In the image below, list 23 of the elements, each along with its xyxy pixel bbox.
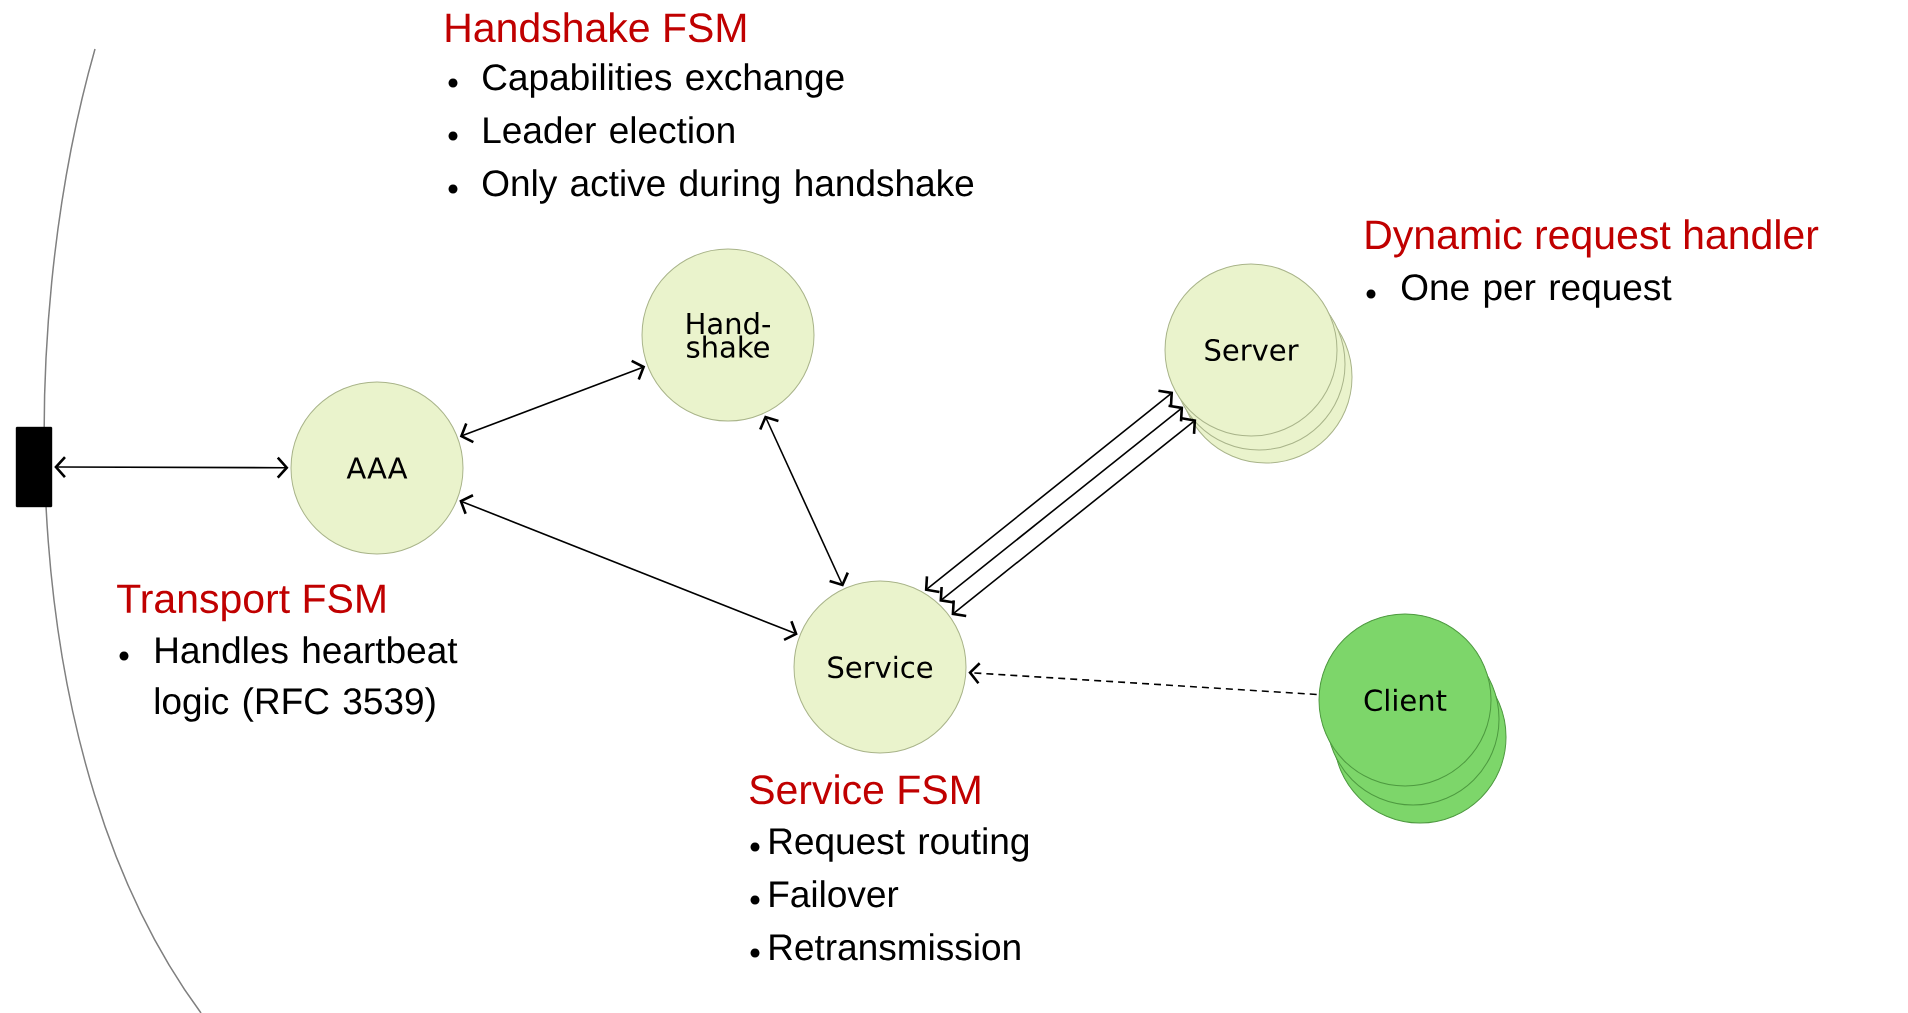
bullet-text: Request routing (770, 827, 1029, 862)
arrow (54, 456, 289, 479)
bullet-text: Only active during handshake (482, 169, 974, 204)
arrow (939, 404, 1184, 604)
arrow (759, 415, 849, 587)
bullet-text: Retransmission (770, 933, 1020, 961)
annotation-heading: Service FSM (750, 774, 980, 805)
annotation-heading: Transport FSM (117, 584, 385, 622)
annotation-heading: Dynamic request handler (1366, 219, 1819, 258)
arrow (951, 417, 1197, 618)
arrow (924, 389, 1174, 594)
bullet-text: Handles heartbeat logic (RFC 3539) (155, 636, 458, 722)
stacked-circles: Client (1318, 613, 1507, 824)
bullet-text: Leader election (484, 116, 734, 144)
arrow (459, 494, 798, 641)
annotation-heading: Handshake FSM (446, 12, 746, 43)
arrow (968, 662, 1318, 696)
bullet-text: Failover (770, 880, 899, 908)
arrow (459, 359, 646, 444)
bullet-text: One per request (1401, 274, 1672, 308)
connector-block (15, 426, 53, 508)
stacked-circles: Server (1164, 263, 1353, 464)
bullet-text: Capabilities exchange (483, 63, 844, 98)
